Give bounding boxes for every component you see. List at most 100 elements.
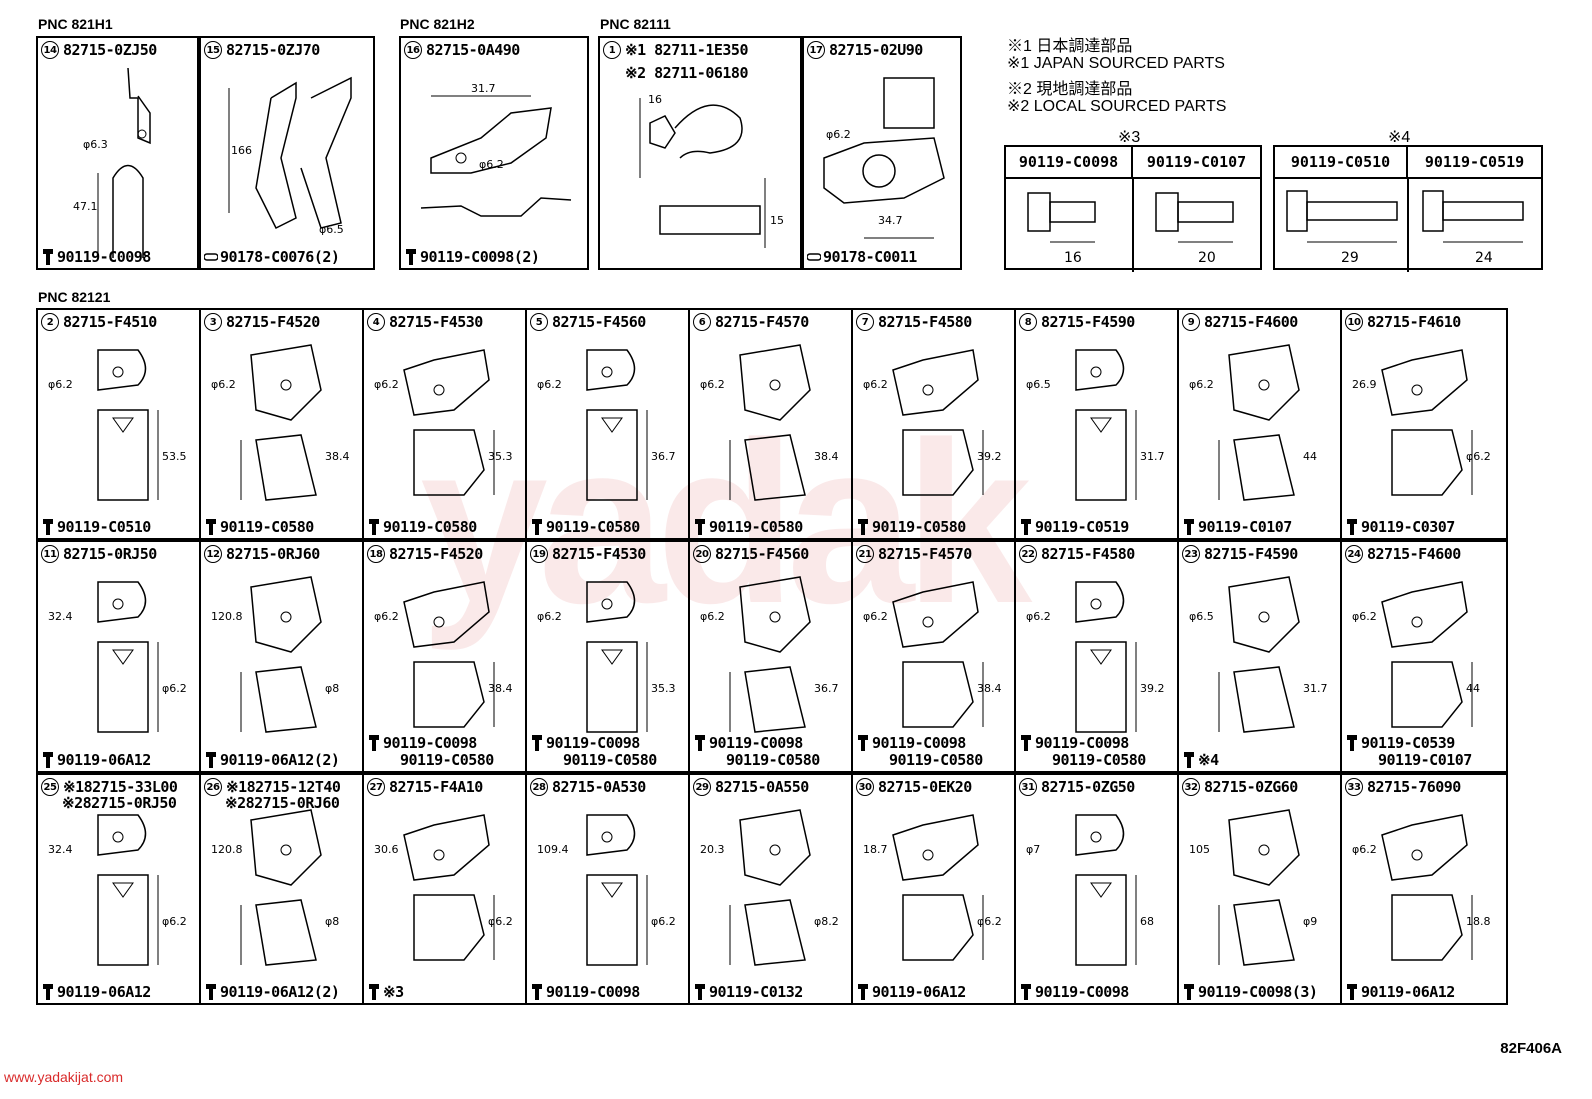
dim-label: 31.7 <box>1303 682 1328 695</box>
item-number: 7 <box>856 313 874 331</box>
bolt-icon <box>367 519 381 535</box>
dim-label: 109.4 <box>537 843 569 856</box>
bolt-icon <box>1019 735 1033 751</box>
bolt-icon <box>1345 519 1359 535</box>
bracket-drawing <box>729 344 811 501</box>
part-number: 82715-0A550 <box>715 778 809 796</box>
fastener-part-2: 90119-C0580 <box>1052 751 1146 769</box>
dim-label: φ6.5 <box>319 223 344 236</box>
fastener-part: 90178-C0076(2) <box>220 248 340 266</box>
fastener-part: 90119-06A12(2) <box>220 751 340 769</box>
part-number: ※182715-12T40 <box>226 778 341 796</box>
dim-label: φ6.2 <box>1026 610 1051 623</box>
fastener-part: 90119-C0098(3) <box>1198 983 1318 1001</box>
bracket-drawing <box>586 814 648 966</box>
dim-label: 166 <box>231 144 252 157</box>
bolt-table-4: 90119-C0510 90119-C0519 29 24 <box>1273 145 1543 272</box>
dim-label: 39.2 <box>977 450 1002 463</box>
bolt-icon <box>530 984 544 1000</box>
dim-label: 18.7 <box>863 843 888 856</box>
dim-label: φ6.2 <box>826 128 851 141</box>
note-local-en: ※2 LOCAL SOURCED PARTS <box>1007 98 1227 115</box>
part-number: 82715-0EK20 <box>878 778 972 796</box>
dim-label: 18.8 <box>1466 915 1491 928</box>
part-number: 82715-F4600 <box>1367 545 1461 563</box>
item-number: 5 <box>530 313 548 331</box>
fastener-part-2: 90119-C0107 <box>1378 751 1472 769</box>
item-number: 14 <box>41 41 59 59</box>
bolt-icon <box>367 735 381 751</box>
part-number: 82715-F4600 <box>1204 313 1298 331</box>
dim-label: 34.7 <box>878 214 903 227</box>
cell-1: 1※1 82711-1E350 ※2 82711-06180 16 15 <box>598 36 802 270</box>
dim-label: 68 <box>1140 915 1154 928</box>
fastener-part-2: 90119-C0580 <box>400 751 494 769</box>
fastener-part: 90119-06A12 <box>1361 983 1455 1001</box>
dim-label: φ9 <box>1303 915 1318 928</box>
bolt-icon <box>41 519 55 535</box>
bracket-drawing <box>97 581 159 733</box>
dim-label: 31.7 <box>471 82 496 95</box>
bracket-drawing <box>240 576 322 733</box>
item-number: 31 <box>1019 778 1037 796</box>
bolt-icon <box>1182 984 1196 1000</box>
item-number: 17 <box>807 41 825 59</box>
item-number: 3 <box>204 313 222 331</box>
bracket-drawing <box>1075 814 1137 966</box>
item-number: 10 <box>1345 313 1363 331</box>
dim-label: φ6.2 <box>537 378 562 391</box>
dim-label: 26.9 <box>1352 378 1377 391</box>
bolt-table-3-label: ※3 <box>1118 129 1141 146</box>
part-number: ※182715-33L00 <box>63 778 178 796</box>
bracket-drawing <box>892 814 984 961</box>
fastener-part: ※3 <box>383 983 404 1001</box>
item-number: 30 <box>856 778 874 796</box>
part-number: 82715-0ZG50 <box>1041 778 1135 796</box>
dim-label: 31.7 <box>1140 450 1165 463</box>
part-number-alt: ※282715-0RJ60 <box>225 794 340 812</box>
diagram-code: 82F406A <box>1500 1040 1562 1057</box>
site-url[interactable]: www.yadakijat.com <box>4 1069 124 1085</box>
dim-label: φ6.2 <box>374 378 399 391</box>
part-number: 82715-02U90 <box>829 41 923 59</box>
fastener-part: 90119-C0098 <box>57 248 151 266</box>
item-number: 16 <box>404 41 422 59</box>
bracket-drawing <box>1381 814 1473 961</box>
item-number: 9 <box>1182 313 1200 331</box>
fastener-part: 90119-C0580 <box>546 518 640 536</box>
dim-label: 120.8 <box>211 843 243 856</box>
bracket-drawing <box>729 809 811 966</box>
bolt-length: 16 <box>1064 250 1082 266</box>
item-number: 28 <box>530 778 548 796</box>
bracket-drawing <box>420 95 572 217</box>
part-number: 82715-F4520 <box>226 313 320 331</box>
dim-label: 35.3 <box>488 450 513 463</box>
bolt-length: 24 <box>1475 250 1493 266</box>
dim-label: 120.8 <box>211 610 243 623</box>
bolt-icon <box>856 519 870 535</box>
bolt-icon <box>41 984 55 1000</box>
item-number: 11 <box>41 545 59 563</box>
dim-label: 36.7 <box>814 682 839 695</box>
bracket-drawing <box>97 814 159 966</box>
bolt-drawing <box>1027 192 1234 243</box>
item-number: 21 <box>856 545 874 563</box>
dim-label: 36.7 <box>651 450 676 463</box>
bolt-icon <box>530 735 544 751</box>
bracket-drawing <box>97 349 159 501</box>
dim-label: φ6.2 <box>162 915 187 928</box>
